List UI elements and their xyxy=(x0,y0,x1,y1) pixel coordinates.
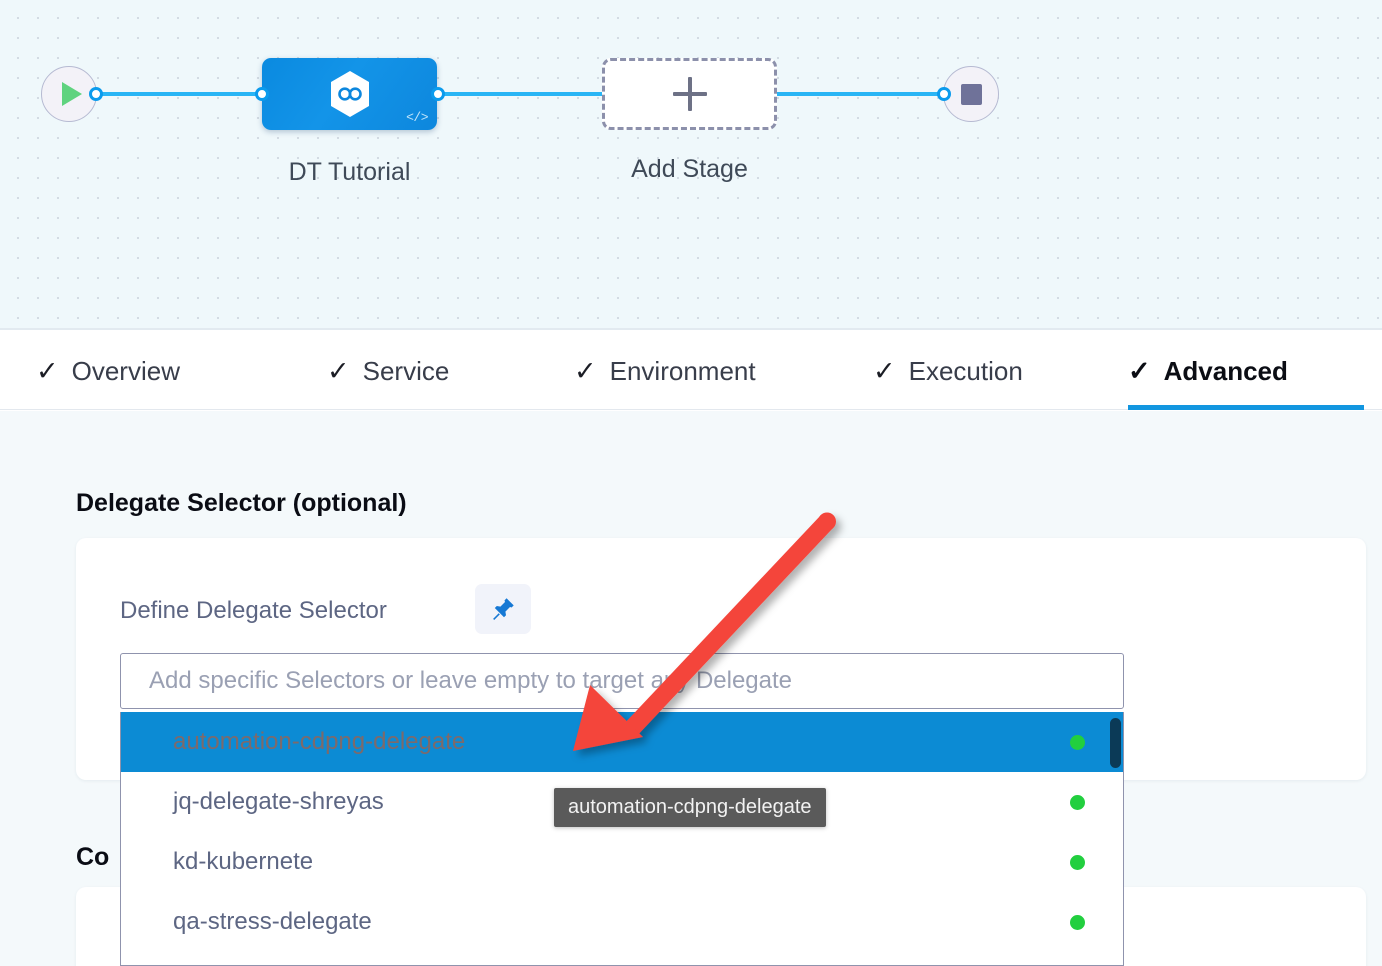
pipeline-start-node[interactable] xyxy=(41,66,97,122)
define-delegate-selector-label: Define Delegate Selector xyxy=(120,597,387,624)
connector-add-to-end xyxy=(770,92,960,96)
check-icon: ✓ xyxy=(574,355,597,386)
pipeline-end-node[interactable] xyxy=(943,66,999,122)
stage-output-port[interactable] xyxy=(431,87,445,101)
dropdown-option-label: jq-delegate-shreyas xyxy=(173,788,384,815)
dropdown-option[interactable]: kd-kubernete xyxy=(121,832,1123,892)
dropdown-option-label: qa-stress-delegate xyxy=(173,908,372,935)
plus-icon-horizontal xyxy=(672,92,707,96)
delegate-selector-input[interactable]: Add specific Selectors or leave empty to… xyxy=(120,653,1124,709)
dropdown-option-label: automation-cdpng-delegate xyxy=(173,728,466,755)
delegate-selector-placeholder: Add specific Selectors or leave empty to… xyxy=(149,667,793,694)
tab-label: Overview xyxy=(71,355,180,386)
dropdown-scrollbar-thumb[interactable] xyxy=(1109,718,1121,768)
delegate-selector-section-title: Delegate Selector (optional) xyxy=(76,489,407,517)
pushpin-icon xyxy=(493,598,514,620)
delegate-status-dot-connected xyxy=(1070,914,1085,930)
delegate-selector-dropdown[interactable]: automation-cdpng-delegate jq-delegate-sh… xyxy=(120,712,1124,966)
delegate-status-dot-connected xyxy=(1070,794,1085,810)
delegate-name-tooltip: automation-cdpng-delegate xyxy=(554,788,826,827)
check-icon: ✓ xyxy=(873,355,896,386)
stage-node-label: DT Tutorial xyxy=(288,158,411,186)
delegate-status-dot-connected xyxy=(1070,854,1085,870)
tab-label: Advanced xyxy=(1163,355,1288,386)
add-stage-label: Add Stage xyxy=(631,155,748,183)
stop-icon xyxy=(960,83,982,105)
tab-overview[interactable]: ✓ Overview xyxy=(36,332,180,410)
check-icon: ✓ xyxy=(1128,355,1151,386)
tab-execution[interactable]: ✓ Execution xyxy=(873,332,1023,410)
dropdown-option[interactable]: automation-cdpng-delegate xyxy=(121,712,1123,772)
tab-label: Execution xyxy=(908,355,1023,386)
stage-tabs: ✓ Overview ✓ Service ✓ Environment ✓ Exe… xyxy=(0,332,1382,410)
tab-underline xyxy=(1128,405,1364,410)
dropdown-option-label: kd-kubernete xyxy=(173,848,314,875)
code-yaml-icon[interactable]: </> xyxy=(406,110,428,125)
tab-environment[interactable]: ✓ Environment xyxy=(574,332,756,410)
end-input-port[interactable] xyxy=(937,87,951,101)
tab-label: Environment xyxy=(609,355,756,386)
check-icon: ✓ xyxy=(36,355,59,386)
harness-cd-hexagon-icon xyxy=(330,71,369,117)
pipeline-canvas[interactable]: </> DT Tutorial Add Stage xyxy=(0,0,1382,330)
dropdown-option[interactable]: jq-delegate-shreyas xyxy=(121,772,1123,832)
connector-start-to-stage xyxy=(95,92,270,96)
add-stage-button[interactable] xyxy=(602,58,777,130)
next-section-title: Co xyxy=(76,843,110,871)
pin-delegate-selector-button[interactable] xyxy=(475,584,531,634)
check-icon: ✓ xyxy=(327,355,350,386)
dropdown-scrollbar[interactable] xyxy=(1108,713,1122,965)
stage-node-dt-tutorial[interactable]: </> xyxy=(262,58,437,130)
delegate-status-dot-connected xyxy=(1070,734,1085,750)
dropdown-option[interactable]: qa-stress-delegate xyxy=(121,892,1123,952)
tab-label: Service xyxy=(362,355,450,386)
start-output-port[interactable] xyxy=(89,87,103,101)
tab-advanced[interactable]: ✓ Advanced xyxy=(1128,332,1364,410)
connector-stage-to-add xyxy=(437,92,617,96)
play-icon xyxy=(61,82,82,106)
tab-service[interactable]: ✓ Service xyxy=(327,332,449,410)
stage-input-port[interactable] xyxy=(255,87,269,101)
